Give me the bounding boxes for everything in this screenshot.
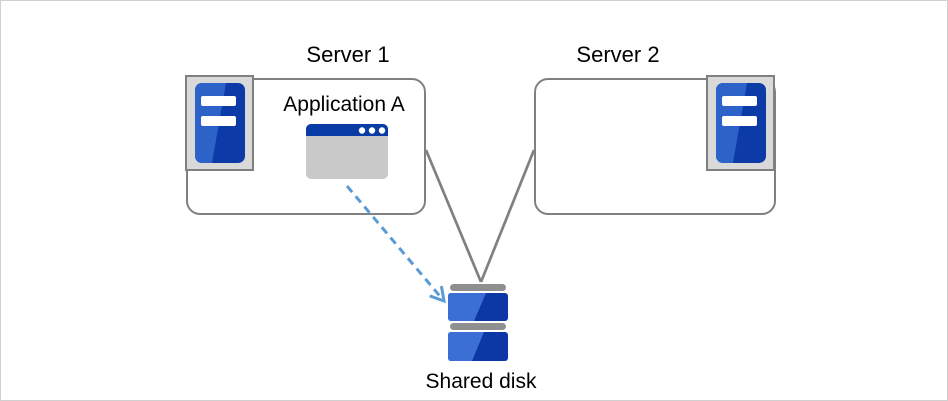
server1-disk-connector-line — [424, 149, 483, 283]
shared-disk-icon — [448, 284, 508, 367]
server1-title: Server 1 — [306, 42, 390, 67]
server-tower-icon — [715, 83, 766, 163]
server-tower-icon — [194, 83, 245, 163]
server2-title: Server 2 — [576, 42, 660, 67]
application-window-icon — [306, 124, 388, 184]
application-a-label: Application A — [283, 93, 405, 116]
shared-disk-label: Shared disk — [425, 370, 537, 393]
server2-disk-connector-line — [479, 149, 536, 283]
server1-machine-icon — [185, 75, 254, 171]
server2-machine-icon — [706, 75, 775, 171]
